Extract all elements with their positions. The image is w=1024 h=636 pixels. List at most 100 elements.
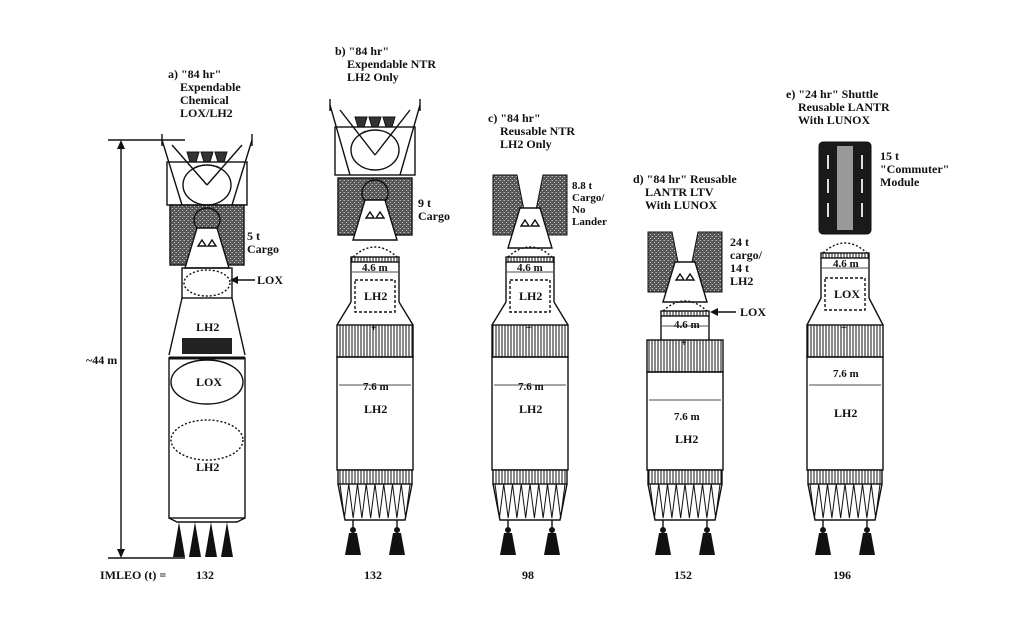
vehicle-e-dome bbox=[822, 242, 868, 254]
vehicle-d-truss bbox=[649, 483, 721, 519]
vehicle-a-truss-strut bbox=[231, 139, 253, 206]
engine-nozzle-icon bbox=[544, 533, 560, 555]
vehicle-e-truss bbox=[809, 483, 881, 519]
engine-nozzle-icon bbox=[205, 522, 217, 557]
vehicle-e-aft-skirt bbox=[807, 469, 883, 485]
engine-nozzle-icon bbox=[859, 533, 875, 555]
capsule-window-icon bbox=[196, 238, 218, 247]
lh2-tank-c-small bbox=[509, 279, 551, 313]
engine-nozzle-icon bbox=[221, 522, 233, 557]
height-label: ~44 m bbox=[86, 353, 118, 367]
vehicle-b-dome bbox=[352, 246, 398, 258]
window-icon bbox=[861, 155, 863, 169]
width-label-b-small: 4.6 m bbox=[362, 262, 388, 274]
vehicle-c-forward-skirt bbox=[491, 324, 569, 358]
capsule-c bbox=[507, 207, 553, 249]
tank-label-b-small: LH2 bbox=[364, 289, 388, 303]
imleo-label: IMLEO (t) = bbox=[100, 568, 167, 582]
engine-gimbal-icon bbox=[864, 527, 870, 533]
lh2-tank-a-dome bbox=[170, 419, 244, 461]
vehicle-c-truss bbox=[494, 483, 566, 519]
lox-arrow-label-d: LOX bbox=[740, 305, 767, 319]
tank-label-a-lox: LOX bbox=[196, 375, 223, 389]
imleo-e: 196 bbox=[833, 568, 851, 582]
thruster-icon bbox=[200, 151, 214, 163]
vehicle-d-dome bbox=[662, 300, 708, 312]
engine-gimbal-icon bbox=[704, 527, 710, 533]
plus-marker: + bbox=[526, 323, 532, 334]
vehicle-d-forward-skirt bbox=[646, 339, 724, 373]
width-label-c-small: 4.6 m bbox=[517, 262, 543, 274]
imleo-b: 132 bbox=[364, 568, 382, 582]
engine-nozzle-icon bbox=[815, 533, 831, 555]
engine-gimbal-icon bbox=[660, 527, 666, 533]
capsule-window-icon bbox=[364, 210, 386, 219]
plus-marker: + bbox=[371, 323, 377, 334]
engine-nozzle-icon bbox=[500, 533, 516, 555]
vehicle-b-thrust-structure bbox=[337, 483, 413, 521]
stage-a-band bbox=[182, 338, 232, 354]
vehicle-b-forward-skirt bbox=[336, 324, 414, 358]
arrow-left-icon bbox=[230, 276, 238, 284]
stage-a-upper bbox=[168, 297, 246, 356]
tank-label-a-lh2-lower: LH2 bbox=[196, 460, 220, 474]
vehicle-b-truss-strut bbox=[329, 104, 351, 176]
vehicle-b-interstage bbox=[336, 301, 414, 326]
vehicle-b-truss bbox=[339, 483, 411, 519]
lox-tank-e-small bbox=[824, 277, 866, 311]
arrow-left-icon bbox=[710, 308, 718, 316]
window-icon bbox=[861, 203, 863, 217]
vehicle-b-truss-strut bbox=[374, 109, 411, 156]
imleo-c: 98 bbox=[522, 568, 534, 582]
width-label-d-main: 7.6 m bbox=[674, 411, 700, 423]
engine-gimbal-icon bbox=[820, 527, 826, 533]
vehicle-a-truss-strut bbox=[171, 144, 208, 186]
vehicle-d-aft-skirt bbox=[647, 469, 723, 485]
window-icon bbox=[827, 155, 829, 169]
engine-gimbal-icon bbox=[350, 527, 356, 533]
vehicle-a-truss-strut bbox=[161, 139, 183, 206]
capsule-window-icon bbox=[674, 272, 696, 281]
tank-label-a-lh2-upper: LH2 bbox=[196, 320, 220, 334]
engine-gimbal-icon bbox=[394, 527, 400, 533]
tank-label-e-small: LOX bbox=[834, 287, 861, 301]
vehicle-d-ring bbox=[660, 310, 710, 317]
vehicle-e-thrust-structure bbox=[807, 483, 883, 521]
window-icon bbox=[861, 179, 863, 193]
engine-nozzle-icon bbox=[189, 522, 201, 557]
lox-tank-a bbox=[181, 267, 233, 299]
thruster-icon bbox=[214, 151, 228, 163]
thruster-icon bbox=[354, 116, 368, 128]
vehicle-c-interstage bbox=[491, 301, 569, 326]
vehicle-c-ring bbox=[505, 256, 555, 263]
lox-tank-a-lower bbox=[170, 359, 244, 405]
thruster-icon bbox=[382, 116, 396, 128]
engine-nozzle-icon bbox=[173, 522, 185, 557]
vehicle-e-interstage bbox=[806, 297, 884, 326]
cargo-label-e: 15 t"Commuter"Module bbox=[880, 149, 950, 189]
vehicle-c-dome bbox=[507, 246, 553, 258]
vehicle-c-thrust-structure bbox=[492, 483, 568, 521]
window-icon bbox=[827, 203, 829, 217]
tank-label-e-main: LH2 bbox=[834, 406, 858, 420]
width-label-c-main: 7.6 m bbox=[518, 381, 544, 393]
vehicle-e-ring bbox=[820, 252, 870, 259]
commuter-module-highlight bbox=[837, 146, 853, 230]
lox-tank-a-dome bbox=[183, 269, 231, 297]
vehicle-b-truss-frame bbox=[334, 126, 416, 176]
engine-nozzle-icon bbox=[389, 533, 405, 555]
lox-arrow-label-a: LOX bbox=[257, 273, 284, 287]
imleo-d: 152 bbox=[674, 568, 692, 582]
window-icon bbox=[827, 179, 829, 193]
vehicle-a-truss-frame bbox=[166, 161, 248, 206]
engine-nozzle-icon bbox=[345, 533, 361, 555]
